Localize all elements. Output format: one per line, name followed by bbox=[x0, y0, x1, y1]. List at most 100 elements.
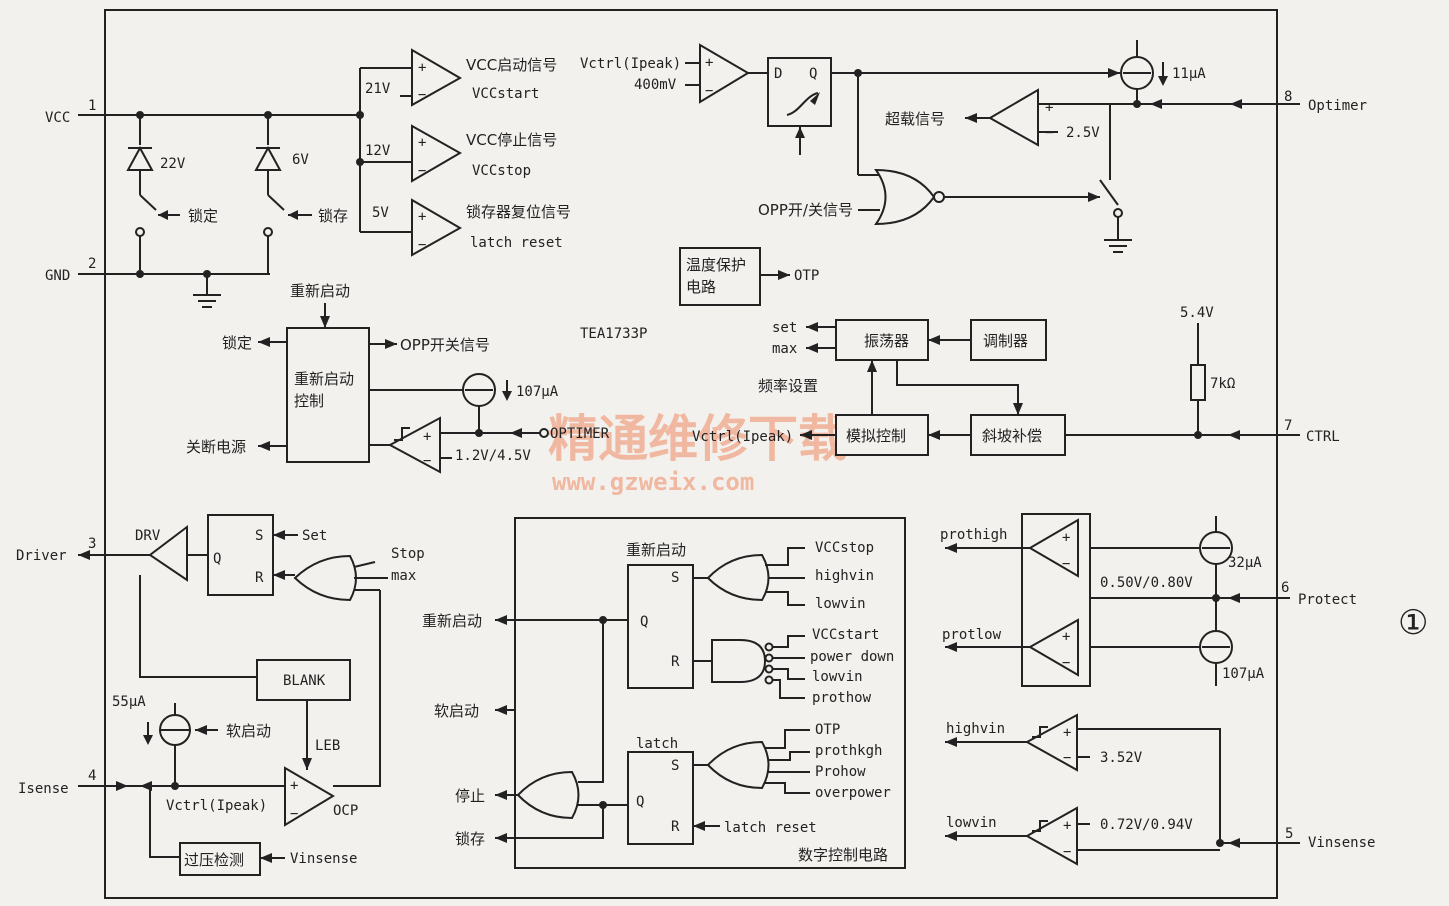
comp-overload: + − 2.5V 超载信号 bbox=[885, 88, 1137, 147]
pin-ctrl: 7 CTRL bbox=[1065, 418, 1340, 445]
svg-text:OPP开/关信号: OPP开/关信号 bbox=[758, 201, 853, 219]
svg-text:GND: GND bbox=[45, 268, 70, 284]
svg-text:Vctrl(Ipeak): Vctrl(Ipeak) bbox=[692, 429, 793, 445]
comp-latch-reset: + − 5V 锁存器复位信号 latch reset bbox=[372, 198, 571, 257]
svg-text:1: 1 bbox=[88, 98, 96, 114]
svg-text:4: 4 bbox=[88, 768, 96, 784]
svg-text:400mV: 400mV bbox=[634, 77, 677, 93]
svg-text:+: + bbox=[423, 429, 431, 445]
svg-text:锁定: 锁定 bbox=[222, 334, 252, 352]
analog-control-block: 模拟控制 Vctrl(Ipeak) bbox=[692, 360, 929, 456]
svg-text:LEB: LEB bbox=[315, 738, 340, 754]
comp-ipeak-opp: + − Vctrl(Ipeak) 400mV bbox=[580, 43, 768, 104]
svg-text:停止: 停止 bbox=[455, 787, 485, 805]
svg-text:lowvin: lowvin bbox=[815, 596, 866, 612]
svg-text:32μA: 32μA bbox=[1228, 555, 1262, 571]
svg-text:7kΩ: 7kΩ bbox=[1210, 376, 1235, 392]
svg-text:max: max bbox=[772, 341, 797, 357]
oscillator-block: 振荡器 set max 频率设置 bbox=[758, 319, 929, 395]
svg-text:latch reset: latch reset bbox=[724, 820, 817, 836]
svg-text:模拟控制: 模拟控制 bbox=[846, 427, 906, 445]
svg-text:Q: Q bbox=[636, 794, 644, 810]
restart-control-block: 重新启动 控制 重新启动 锁定 OPP开关信号 关断电源 bbox=[186, 282, 490, 463]
nor-gate-opp: OPP开/关信号 bbox=[758, 168, 1100, 226]
svg-text:1.2V/4.5V: 1.2V/4.5V bbox=[455, 448, 531, 464]
svg-text:2: 2 bbox=[88, 256, 96, 272]
svg-text:S: S bbox=[671, 758, 679, 774]
svg-text:−: − bbox=[705, 83, 713, 99]
svg-text:Stop: Stop bbox=[391, 546, 425, 562]
svg-text:107μA: 107μA bbox=[1222, 666, 1265, 682]
svg-text:Vctrl(Ipeak): Vctrl(Ipeak) bbox=[580, 56, 681, 72]
comp-vccstart: + − 21V VCC启动信号 VCCstart bbox=[365, 48, 557, 107]
svg-text:−: − bbox=[1063, 844, 1071, 860]
svg-text:VCCstop: VCCstop bbox=[815, 540, 874, 556]
pin-optimer: 8 Optimer bbox=[1110, 89, 1367, 114]
svg-text:+: + bbox=[1063, 725, 1071, 741]
svg-text:Q: Q bbox=[809, 66, 817, 82]
svg-text:S: S bbox=[255, 528, 263, 544]
or-gate-stop: 重新启动 停止 锁存 bbox=[422, 612, 628, 848]
svg-text:Q: Q bbox=[640, 614, 648, 630]
svg-text:重新启动: 重新启动 bbox=[290, 282, 350, 300]
svg-text:Set: Set bbox=[302, 528, 327, 544]
figure-number: ① bbox=[1398, 603, 1428, 643]
svg-text:OCP: OCP bbox=[333, 803, 358, 819]
svg-text:超载信号: 超载信号 bbox=[885, 110, 945, 128]
or-gate-drv: Stop max bbox=[293, 546, 425, 787]
comp-highvin: + − highvin 3.52V bbox=[945, 713, 1221, 843]
svg-text:调制器: 调制器 bbox=[983, 332, 1028, 350]
svg-text:highvin: highvin bbox=[815, 568, 874, 584]
comp-prothigh: + − prothigh bbox=[940, 518, 1079, 578]
svg-text:温度保护: 温度保护 bbox=[686, 256, 746, 274]
digital-control-title: 数字控制电路 bbox=[798, 846, 888, 864]
svg-text:latch reset: latch reset bbox=[470, 235, 563, 251]
softstart-output: 软启动 bbox=[434, 702, 479, 720]
svg-text:8: 8 bbox=[1284, 89, 1292, 105]
svg-text:关断电源: 关断电源 bbox=[186, 438, 246, 456]
svg-text:+: + bbox=[418, 135, 426, 151]
svg-text:55μA: 55μA bbox=[112, 694, 146, 710]
svg-text:prothigh: prothigh bbox=[940, 527, 1007, 543]
protect-threshold: 0.50V/0.80V bbox=[1100, 575, 1193, 591]
svg-text:0.72V/0.94V: 0.72V/0.94V bbox=[1100, 817, 1193, 833]
comp-lowvin: + − lowvin 0.72V/0.94V bbox=[945, 806, 1220, 866]
svg-text:斜坡补偿: 斜坡补偿 bbox=[982, 427, 1042, 445]
svg-text:R: R bbox=[255, 570, 264, 586]
ground-symbol bbox=[193, 274, 221, 308]
svg-text:overpower: overpower bbox=[815, 785, 891, 801]
svg-text:D: D bbox=[774, 66, 782, 82]
svg-text:21V: 21V bbox=[365, 81, 391, 97]
svg-text:VCC停止信号: VCC停止信号 bbox=[466, 131, 557, 149]
svg-text:lowvin: lowvin bbox=[812, 669, 863, 685]
svg-text:2.5V: 2.5V bbox=[1066, 125, 1100, 141]
chip-name: TEA1733P bbox=[580, 326, 647, 342]
switch-optimer bbox=[1099, 104, 1132, 253]
drv-buffer: DRV bbox=[135, 524, 208, 582]
temp-protection-block: 温度保护 电路 OTP bbox=[679, 247, 819, 306]
svg-text:重新启动: 重新启动 bbox=[422, 612, 482, 630]
svg-text:锁定: 锁定 bbox=[188, 207, 218, 225]
svg-text:−: − bbox=[290, 806, 298, 822]
svg-text:OPTIMER: OPTIMER bbox=[550, 426, 610, 442]
svg-text:锁存器复位信号: 锁存器复位信号 bbox=[466, 203, 571, 221]
svg-text:−: − bbox=[418, 237, 426, 253]
svg-text:5V: 5V bbox=[372, 205, 389, 221]
svg-text:+: + bbox=[418, 209, 426, 225]
svg-text:R: R bbox=[671, 819, 680, 835]
svg-text:Q: Q bbox=[213, 551, 221, 567]
svg-text:7: 7 bbox=[1284, 418, 1292, 434]
svg-text:+: + bbox=[1045, 100, 1053, 116]
svg-text:Protect: Protect bbox=[1298, 592, 1357, 608]
svg-text:S: S bbox=[671, 570, 679, 586]
svg-text:5: 5 bbox=[1285, 826, 1293, 842]
blank-block: BLANK LEB bbox=[256, 659, 351, 770]
svg-text:5.4V: 5.4V bbox=[1180, 305, 1214, 321]
svg-text:振荡器: 振荡器 bbox=[864, 332, 909, 350]
svg-text:过压检测: 过压检测 bbox=[184, 851, 244, 869]
pin-isense: 4 Isense bbox=[18, 768, 290, 797]
chip-outline bbox=[104, 9, 1278, 899]
svg-text:Optimer: Optimer bbox=[1308, 98, 1367, 114]
watermark-url: www.gzweix.com bbox=[552, 468, 754, 496]
